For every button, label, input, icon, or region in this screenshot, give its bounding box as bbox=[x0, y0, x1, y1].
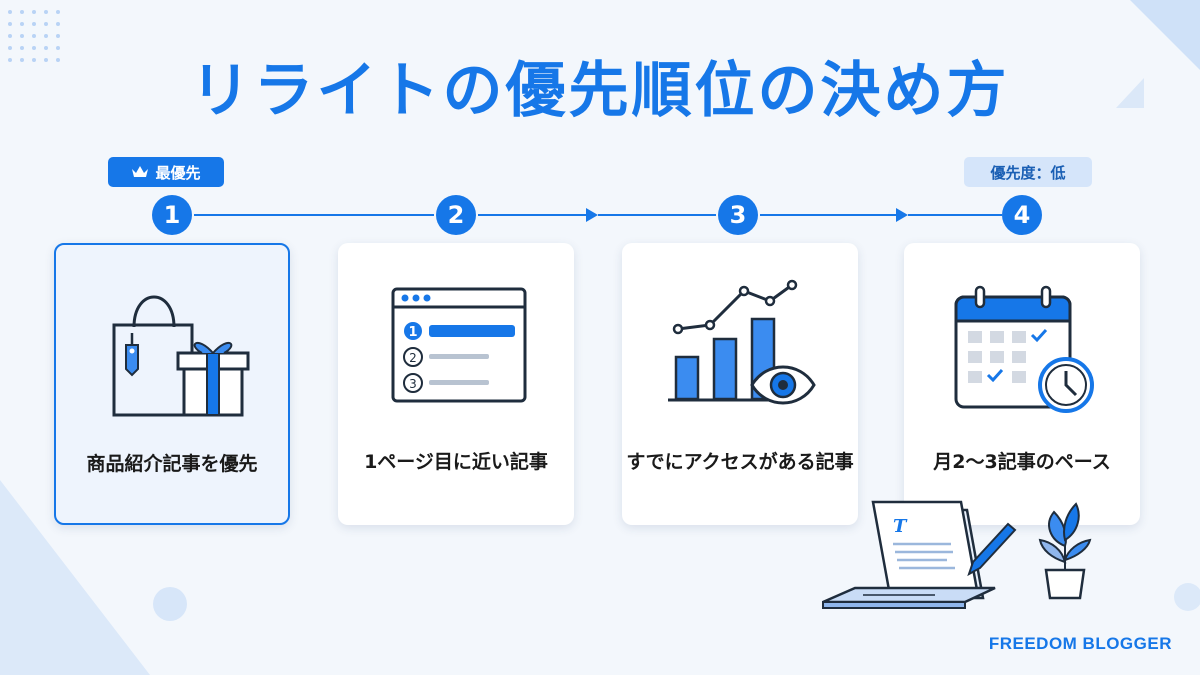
svg-text:1: 1 bbox=[408, 325, 417, 340]
step-card-1: 商品紹介記事を優先 bbox=[54, 243, 290, 525]
step-number-2: 2 bbox=[436, 195, 476, 235]
connector-line bbox=[908, 214, 1002, 216]
step-card-2: 1 2 3 1ページ目に近い記事 bbox=[338, 243, 574, 525]
bar-chart-eye-icon bbox=[668, 279, 816, 405]
calendar-clock-icon bbox=[954, 285, 1094, 413]
step-card-3: すでにアクセスがある記事 bbox=[622, 243, 858, 525]
step-label-1: 商品紹介記事を優先 bbox=[86, 453, 258, 475]
bottom-left-wedge-decoration bbox=[0, 480, 150, 675]
small-circle-decoration bbox=[1174, 583, 1200, 611]
step-number-3: 3 bbox=[718, 195, 758, 235]
corner-triangle-decoration bbox=[1130, 0, 1200, 70]
low-priority-badge: 優先度：低 bbox=[964, 157, 1092, 187]
connector-line bbox=[760, 214, 898, 216]
step-number-1: 1 bbox=[152, 195, 192, 235]
top-priority-label: 最優先 bbox=[155, 163, 201, 182]
potted-plant-illustration bbox=[1038, 502, 1092, 600]
step-number-4: 4 bbox=[1002, 195, 1042, 235]
dot-grid-decoration bbox=[8, 10, 60, 62]
page-title: リライトの優先順位の決め方 bbox=[190, 56, 1010, 126]
svg-text:3: 3 bbox=[409, 377, 417, 391]
connector-line bbox=[478, 214, 588, 216]
priority-timeline: 1 2 3 4 bbox=[0, 195, 1200, 239]
arrow-right-icon bbox=[896, 208, 908, 222]
connector-line bbox=[598, 214, 716, 216]
step-label-3: すでにアクセスがある記事 bbox=[626, 451, 854, 473]
arrow-right-icon bbox=[586, 208, 598, 222]
shopping-bag-gift-icon bbox=[112, 295, 250, 417]
triangle-decoration bbox=[1116, 78, 1144, 108]
search-ranking-list-icon: 1 2 3 bbox=[391, 287, 527, 403]
brand-logo-text: FREEDOM BLOGGER bbox=[988, 634, 1172, 653]
laptop-writing-illustration: T bbox=[822, 500, 1017, 609]
connector-line bbox=[194, 214, 434, 216]
crown-icon bbox=[132, 166, 149, 177]
low-priority-label: 優先度：低 bbox=[990, 163, 1066, 182]
circle-decoration bbox=[153, 587, 187, 621]
step-label-4: 月2〜3記事のペース bbox=[933, 451, 1111, 473]
svg-text:2: 2 bbox=[409, 351, 417, 365]
step-card-4: 月2〜3記事のペース bbox=[904, 243, 1140, 525]
svg-text:T: T bbox=[893, 516, 908, 537]
top-priority-badge: 最優先 bbox=[108, 157, 224, 187]
step-label-2: 1ページ目に近い記事 bbox=[364, 451, 548, 473]
